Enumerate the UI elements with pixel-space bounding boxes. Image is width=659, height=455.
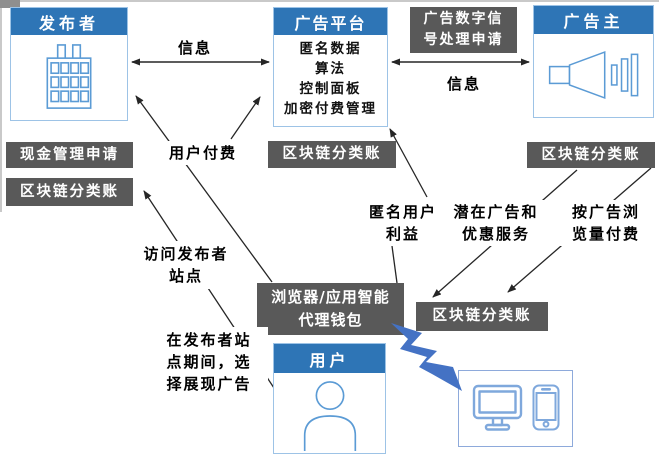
anonymous-user-benefit-label: 匿名用户 利益 [362,200,444,246]
ad-platform-node: 广告平台 匿名数据 算法 控制面板 加密付费管理 [273,7,388,127]
user-pays-label: 用户付费 [161,141,245,165]
advertiser-title: 广告主 [534,6,653,34]
ad-platform-feature-list: 匿名数据 算法 控制面板 加密付费管理 [284,41,377,117]
monitor-icon [472,384,524,432]
dsp-request-label: 广告数字信 号处理申请 [410,7,517,53]
scan-corner-mark [0,0,20,8]
wallet-label: 浏览器/应用智能 代理钱包 [257,283,404,335]
pay-per-ad-view-label: 按广告浏 览量付费 [558,200,654,246]
person-icon [294,379,366,451]
megaphone-icon [548,49,640,101]
ad-platform-title: 广告平台 [274,8,387,35]
ledger-advertiser-label: 区块链分类账 [527,142,655,168]
info-platform-advertiser-label: 信息 [431,74,497,94]
building-icon [44,43,94,110]
user-title: 用户 [274,344,385,373]
user-devices-box [458,370,573,447]
scan-edge-top [0,0,659,2]
ledger-publisher-label: 区块链分类账 [6,178,133,206]
user-node: 用户 [273,343,386,454]
ledger-platform-label: 区块链分类账 [268,141,396,168]
info-publisher-platform-label: 信息 [162,38,228,58]
scan-edge-left [0,0,2,212]
visit-publisher-site-label: 访问发布者 站点 [131,241,241,289]
advertiser-node: 广告主 [533,5,654,118]
potential-ads-offers-label: 潜在广告和 优惠服务 [446,200,546,246]
ledger-user-label: 区块链分类账 [416,302,548,331]
publisher-node: 发布者 [10,7,128,121]
cash-request-label: 现金管理申请 [6,142,133,168]
publisher-title: 发布者 [11,8,127,35]
smartphone-icon [532,384,560,431]
choose-ads-on-site-label: 在发布者站 点期间，选 择展现广告 [150,327,268,397]
